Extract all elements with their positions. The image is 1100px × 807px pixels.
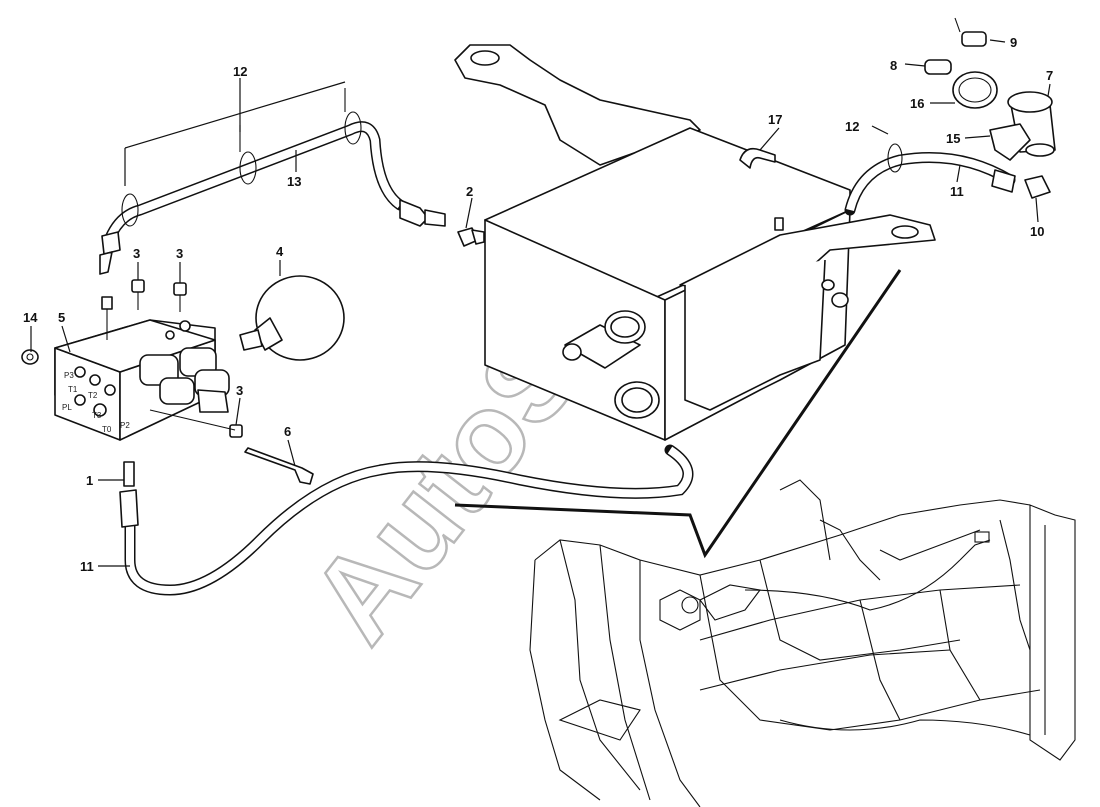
callout-17: 17 — [768, 112, 782, 127]
callout-15: 15 — [946, 131, 960, 146]
callout-4: 4 — [276, 244, 284, 259]
port-label-p3: P3 — [64, 371, 74, 380]
hydraulic-hoses — [99, 88, 1016, 596]
small-parts — [21, 279, 314, 485]
fitting-2 — [457, 227, 485, 247]
callout-16: 16 — [910, 96, 924, 111]
callout-3: 3 — [176, 246, 183, 261]
callout-8: 8 — [890, 58, 897, 73]
accumulator — [239, 275, 345, 361]
port-label-t2: T2 — [88, 391, 98, 400]
overview-leader — [454, 269, 902, 559]
callout-3: 3 — [133, 246, 140, 261]
callout-labels: 12 13 2 3 3 4 14 5 3 6 1 11 17 12 8 16 1… — [23, 35, 1053, 574]
callout-leaders — [30, 39, 1051, 567]
callout-13: 13 — [287, 174, 301, 189]
callout-1: 1 — [86, 473, 93, 488]
port-label-t3: T3 — [92, 411, 102, 420]
callout-12: 12 — [845, 119, 859, 134]
port-label-p2: P2 — [120, 421, 130, 430]
filter-assembly — [924, 17, 1056, 199]
callout-14: 14 — [23, 310, 38, 325]
hydraulic-tank — [454, 44, 936, 441]
machine-frame-overview — [529, 479, 1076, 807]
port-label-t1: T1 — [68, 385, 78, 394]
callout-11: 11 — [80, 559, 94, 574]
port-label-t0: T0 — [102, 425, 112, 434]
callout-12: 12 — [233, 64, 247, 79]
callout-5: 5 — [58, 310, 65, 325]
callout-11: 11 — [950, 184, 964, 199]
valve-block: P3 T1 PL T2 T3 T0 P2 — [54, 319, 230, 441]
callout-9: 9 — [1010, 35, 1017, 50]
port-label-pl: PL — [62, 403, 72, 412]
callout-7: 7 — [1046, 68, 1053, 83]
callout-6: 6 — [284, 424, 291, 439]
callout-3: 3 — [236, 383, 243, 398]
callout-2: 2 — [466, 184, 473, 199]
callout-10: 10 — [1030, 224, 1044, 239]
